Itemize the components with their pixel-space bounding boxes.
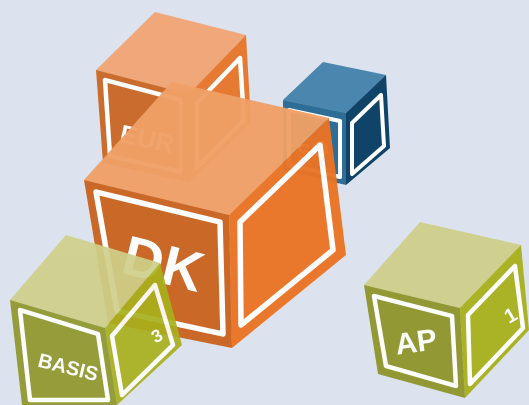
basis-cube: BASIS 3 xyxy=(10,235,182,405)
ap-cube: AP 1 xyxy=(364,222,529,398)
ap-cube-label: AP xyxy=(393,323,439,361)
